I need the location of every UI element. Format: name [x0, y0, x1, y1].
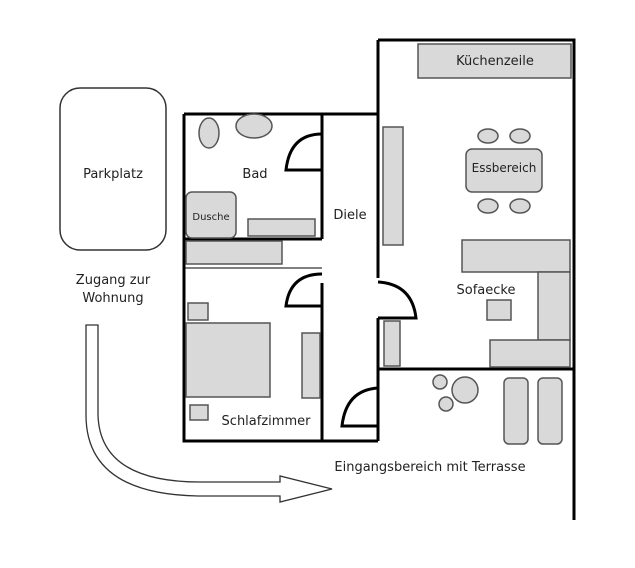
chair-1 — [477, 128, 499, 144]
sofa-back — [461, 239, 571, 273]
toilet — [198, 117, 220, 149]
chair-4 — [509, 198, 531, 214]
kitchenette-label: Küchenzeile — [456, 54, 534, 69]
living-door — [377, 280, 418, 320]
bedroom-shelf — [301, 332, 321, 399]
walls — [182, 38, 576, 520]
wardrobe — [185, 240, 283, 265]
doors — [284, 132, 418, 428]
shower-label: Dusche — [192, 212, 229, 223]
nightstand-bottom — [189, 404, 209, 421]
hallway-label: Diele — [333, 208, 366, 223]
access-arrow — [85, 324, 333, 503]
sofa-side — [537, 271, 571, 341]
bathroom-fixtures — [185, 113, 316, 239]
terrace-chair-1 — [432, 374, 448, 390]
access-label-line1: Zugang zur — [76, 273, 151, 288]
dining-table — [465, 148, 543, 193]
sofa-corner-label: Sofaecke — [457, 283, 516, 298]
terrace-table — [451, 376, 479, 404]
dining-label: Essbereich — [472, 161, 537, 175]
bedroom-label: Schlafzimmer — [222, 414, 312, 429]
sofa-bottom — [489, 339, 571, 368]
kitchen-counter — [417, 43, 572, 79]
nightstand-top — [187, 302, 209, 321]
bathroom-label: Bad — [242, 167, 267, 182]
sun-lounger-1 — [503, 377, 529, 445]
bed — [185, 322, 271, 398]
living-furniture — [382, 43, 572, 368]
chair-2 — [509, 128, 531, 144]
terrace-furniture — [432, 374, 563, 445]
terrace-chair-2 — [438, 396, 454, 412]
parking-label: Parkplatz — [83, 167, 143, 182]
washbasin — [235, 113, 273, 139]
entrance-label: Eingangsbereich mit Terrasse — [334, 460, 525, 475]
sun-lounger-2 — [537, 377, 563, 445]
shower-tray — [185, 191, 237, 239]
bedroom-door — [284, 272, 323, 308]
entry-door — [340, 386, 379, 428]
entry-cabinet — [383, 320, 401, 367]
access-label-line2: Wohnung — [82, 291, 143, 306]
chair-3 — [477, 198, 499, 214]
bath-door — [284, 132, 323, 172]
hall-cabinet — [382, 126, 404, 246]
bedroom-furniture — [185, 240, 321, 421]
bath-counter — [247, 218, 316, 237]
parking-area — [59, 87, 167, 251]
coffee-table — [486, 299, 512, 321]
